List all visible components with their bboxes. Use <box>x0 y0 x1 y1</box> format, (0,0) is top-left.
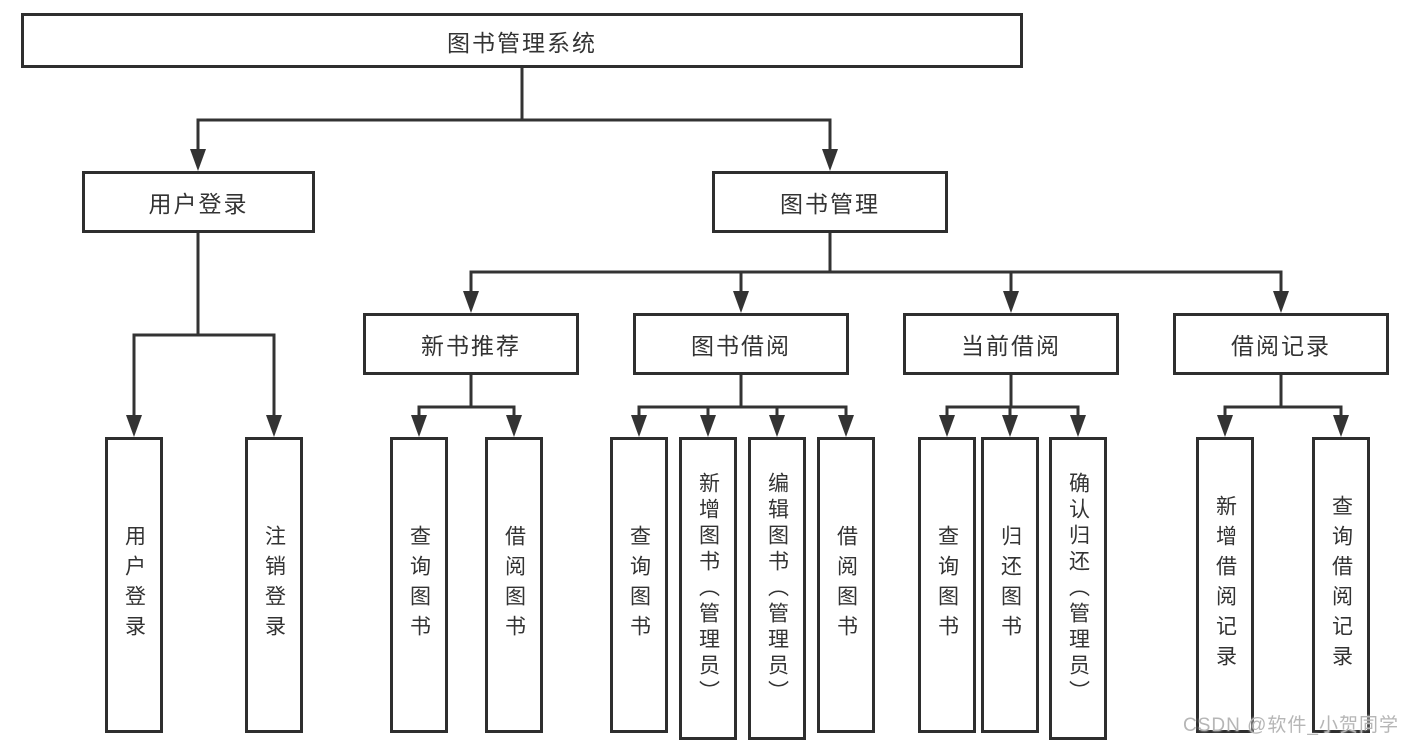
leaf-edit-book-admin-label: 编辑图书（管理员） <box>765 471 789 706</box>
leaf-logout-label: 注销登录 <box>262 525 286 645</box>
leaf-confirm-return-admin: 确认归还（管理员） <box>1049 437 1107 740</box>
edge-book-mgmt-to-level3 <box>463 233 1289 313</box>
leaf-edit-book-admin: 编辑图书（管理员） <box>748 437 806 740</box>
csdn-watermark: CSDN @软件_小贺同学 <box>1183 715 1399 736</box>
node-borrow-record: 借阅记录 <box>1173 313 1389 375</box>
leaf-add-book-admin-label: 新增图书（管理员） <box>696 471 720 706</box>
leaf-query-book-2-label: 查询图书 <box>627 525 651 645</box>
node-root: 图书管理系统 <box>21 13 1023 68</box>
node-borrow-record-label: 借阅记录 <box>1231 333 1331 359</box>
leaf-confirm-return-admin-label: 确认归还（管理员） <box>1066 471 1090 706</box>
edge-root-to-level2 <box>190 68 838 171</box>
leaf-query-book-1-label: 查询图书 <box>407 525 431 645</box>
leaf-user-login-label: 用户登录 <box>122 525 146 645</box>
node-root-label: 图书管理系统 <box>447 29 597 56</box>
leaf-logout: 注销登录 <box>245 437 303 733</box>
edge-borrow-record-to-leaves <box>1217 375 1349 437</box>
edge-book-borrow-to-leaves <box>631 375 854 437</box>
leaf-borrow-book-1-label: 借阅图书 <box>502 525 526 645</box>
edge-new-book-rec-to-leaves <box>411 375 522 437</box>
leaf-borrow-book-2: 借阅图书 <box>817 437 875 733</box>
node-new-book-rec: 新书推荐 <box>363 313 579 375</box>
leaf-user-login: 用户登录 <box>105 437 163 733</box>
leaf-borrow-book-2-label: 借阅图书 <box>834 525 858 645</box>
node-user-login: 用户登录 <box>82 171 315 233</box>
node-book-borrow: 图书借阅 <box>633 313 849 375</box>
leaf-query-book-3: 查询图书 <box>918 437 976 733</box>
node-book-borrow-label: 图书借阅 <box>691 333 791 359</box>
node-new-book-rec-label: 新书推荐 <box>421 333 521 359</box>
node-current-borrow: 当前借阅 <box>903 313 1119 375</box>
edge-user-login-to-leaves <box>126 233 282 437</box>
leaf-add-borrow-record-label: 新增借阅记录 <box>1213 495 1237 675</box>
node-user-login-label: 用户登录 <box>148 191 249 217</box>
leaf-query-book-1: 查询图书 <box>390 437 448 733</box>
node-current-borrow-label: 当前借阅 <box>961 333 1061 359</box>
edge-current-borrow-to-leaves <box>939 375 1086 437</box>
node-book-mgmt: 图书管理 <box>712 171 948 233</box>
leaf-query-borrow-record-label: 查询借阅记录 <box>1329 495 1353 675</box>
leaf-return-book: 归还图书 <box>981 437 1039 733</box>
leaf-query-borrow-record: 查询借阅记录 <box>1312 437 1370 733</box>
leaf-add-book-admin: 新增图书（管理员） <box>679 437 737 740</box>
leaf-query-book-2: 查询图书 <box>610 437 668 733</box>
leaf-add-borrow-record: 新增借阅记录 <box>1196 437 1254 733</box>
leaf-query-book-3-label: 查询图书 <box>935 525 959 645</box>
leaf-borrow-book-1: 借阅图书 <box>485 437 543 733</box>
leaf-return-book-label: 归还图书 <box>998 525 1022 645</box>
node-book-mgmt-label: 图书管理 <box>780 191 880 217</box>
